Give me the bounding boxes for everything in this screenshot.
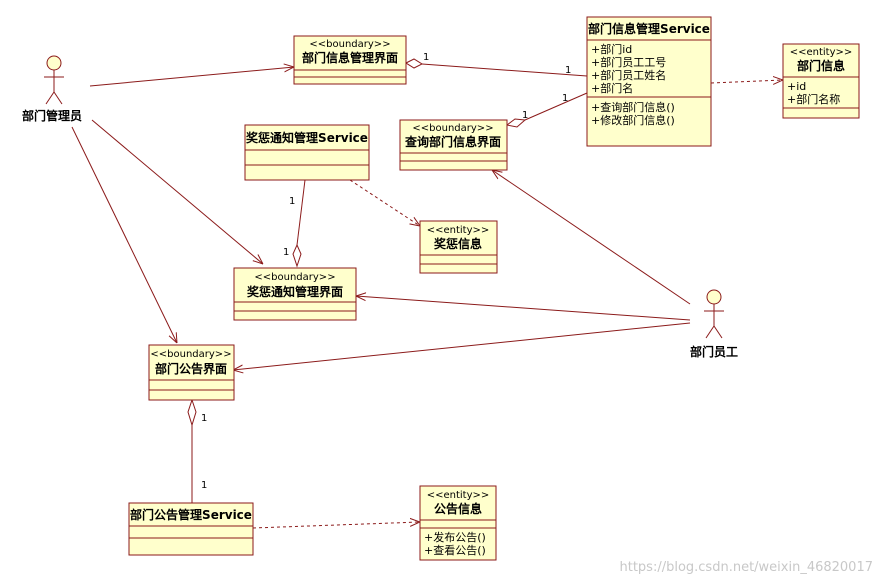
class-stereotype: <<boundary>> [150,349,231,360]
multiplicity-label: 1 [562,93,568,104]
actor-head-icon [706,289,722,305]
edge-notice-service-info [252,522,420,529]
actor-leg [713,325,723,339]
aggregation-diamond [187,398,197,427]
class-name: 公告信息 [434,501,482,516]
multiplicity-label: 1 [283,247,289,258]
class-attribute: +部门id [591,42,632,56]
edge-service-dept-info [710,80,783,83]
actor-head-icon [46,55,62,71]
class-operation: +修改部门信息() [591,113,675,127]
class-name: 奖惩通知管理Service [246,130,368,145]
actor-leg [45,91,55,105]
actor-leg [705,325,715,339]
edge-employee-query-ui [492,170,691,305]
class-operation: +发布公告() [424,530,486,544]
class-reward-ui[interactable]: <<boundary>> 奖惩通知管理界面 [233,267,357,321]
class-attribute: +部门名 [591,81,633,95]
class-stereotype: <<boundary>> [309,39,390,50]
class-dept-ui[interactable]: <<boundary>> 部门信息管理界面 [293,35,407,85]
class-attribute: +id [787,80,806,93]
class-notice-service[interactable]: 部门公告管理Service [128,502,254,556]
multiplicity-label: 1 [423,52,429,63]
aggregation-diamond [292,243,302,268]
class-name: 奖惩信息 [434,236,482,251]
class-attribute: +部门名称 [787,92,840,106]
class-name: 奖惩通知管理界面 [247,284,343,299]
class-name: 部门信息管理界面 [302,50,398,65]
actor-label: 部门员工 [690,344,738,359]
watermark-text: https://blog.csdn.net/weixin_46820017 [619,560,873,575]
edge-manager-notice-ui [71,126,177,343]
class-stereotype: <<entity>> [427,225,490,236]
multiplicity-label: 1 [565,65,571,76]
class-stereotype: <<boundary>> [254,272,335,283]
edge-reward-service-info [349,179,420,226]
class-name: 查询部门信息界面 [404,134,501,149]
relationships [71,58,783,529]
class-attribute: +部门员工工号 [591,55,666,69]
actor-employee[interactable]: 部门员工 [690,289,738,359]
class-dept-info[interactable]: <<entity>> 部门信息 +id +部门名称 [782,43,860,119]
multiplicity-label: 1 [289,196,295,207]
class-stereotype: <<entity>> [427,490,490,501]
class-name: 部门信息管理Service [588,21,710,36]
class-stereotype: <<boundary>> [412,123,493,134]
edge-manager-reward-ui [91,119,263,264]
actor-manager[interactable]: 部门管理员 [22,55,82,123]
edge-dept-ui-service [421,63,588,77]
class-name: 部门公告管理Service [130,507,252,522]
edge-manager-dept-ui [89,67,294,87]
class-reward-info[interactable]: <<entity>> 奖惩信息 [419,220,498,274]
actor-label: 部门管理员 [22,108,82,123]
class-query-ui[interactable]: <<boundary>> 查询部门信息界面 [399,119,508,171]
class-operation: +查询部门信息() [591,100,675,114]
actor-leg [53,91,63,105]
edge-employee-reward-ui [356,296,691,321]
multiplicity-labels: 1 1 1 1 1 1 1 1 [201,52,571,491]
class-attribute: +部门员工姓名 [591,68,666,82]
edge-employee-notice-ui [233,322,691,370]
class-name: 部门信息 [797,58,845,73]
aggregation-diamond [404,58,424,69]
multiplicity-label: 1 [201,480,207,491]
class-stereotype: <<entity>> [790,47,853,58]
class-name: 部门公告界面 [155,361,227,376]
class-reward-service[interactable]: 奖惩通知管理Service [244,124,370,181]
class-notice-info[interactable]: <<entity>> 公告信息 +发布公告() +查看公告() [419,485,497,561]
multiplicity-label: 1 [522,110,528,121]
class-notice-ui[interactable]: <<boundary>> 部门公告界面 [148,344,235,401]
edge-query-ui-service [524,92,588,121]
aggregation-diamond [505,118,527,128]
class-dept-service[interactable]: 部门信息管理Service +部门id +部门员工工号 +部门员工姓名 +部门名… [586,16,712,147]
multiplicity-label: 1 [201,413,207,424]
class-operation: +查看公告() [424,543,486,557]
edge-reward-service-ui [296,179,306,246]
